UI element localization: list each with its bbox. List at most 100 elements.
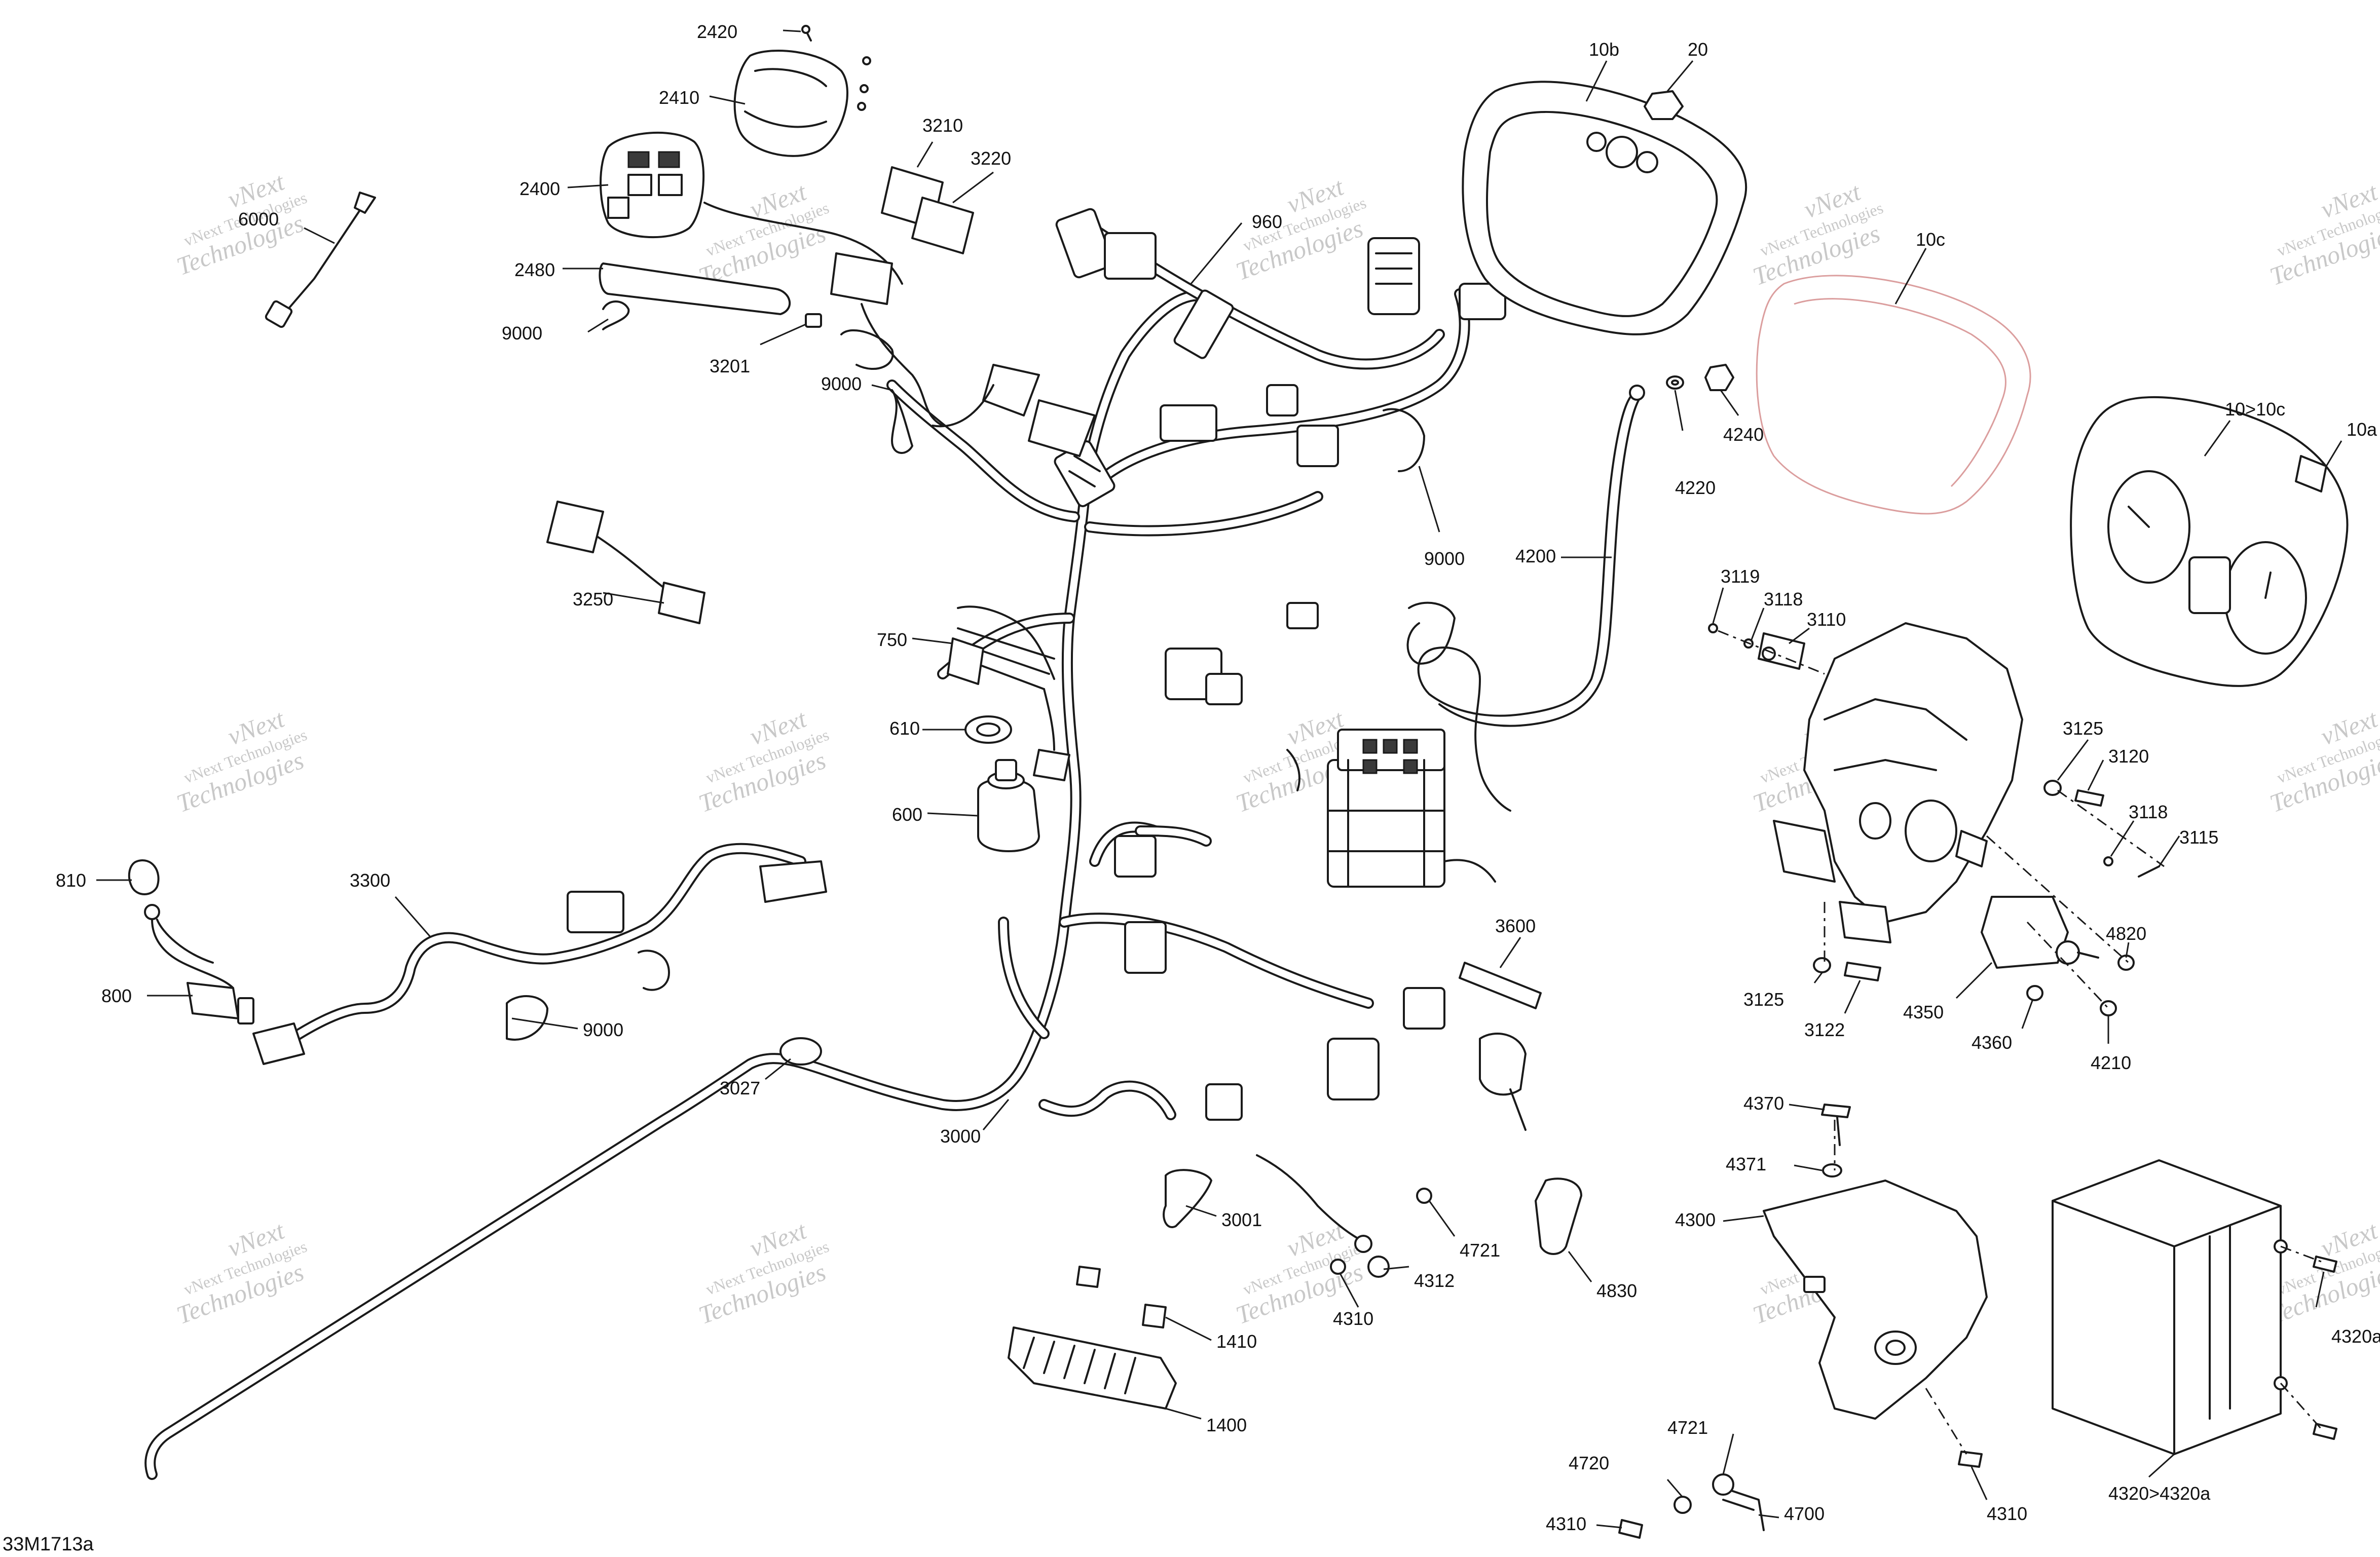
callout-9000: 9000	[1424, 548, 1465, 569]
cable-6000	[265, 192, 376, 328]
callout-3118: 3118	[1764, 589, 1803, 610]
callout-4350: 4350	[1903, 1002, 1944, 1022]
watermark: vNext vNext Technologies Technologies	[695, 1216, 831, 1330]
callout-9000: 9000	[583, 1019, 623, 1040]
watermark: vNext vNext Technologies Technologies	[695, 704, 831, 818]
nut-4210	[2100, 1000, 2117, 1016]
callout-labels: 2420 2410 2400 6000 2480 9000 3201 3210 …	[56, 21, 2380, 1534]
bolt-4310-right	[1958, 1451, 1983, 1468]
relay-3220	[911, 197, 974, 254]
bracket-4300	[1763, 1180, 1988, 1420]
callout-6000: 6000	[238, 209, 279, 230]
key-switch-600	[977, 759, 1040, 852]
alignment-lines	[1718, 630, 2322, 1455]
callout-4830: 4830	[1596, 1280, 1637, 1301]
bolt-3120	[2074, 789, 2104, 807]
callout-4310: 4310	[1987, 1503, 2027, 1524]
callout-4300: 4300	[1675, 1209, 1716, 1230]
washer-4371	[1822, 1163, 1842, 1178]
nut-4820	[2117, 955, 2135, 971]
boot-3001	[1163, 1169, 1212, 1228]
callout-4700: 4700	[1784, 1503, 1825, 1524]
watermark: vNext vNext Technologies Technologies	[1232, 172, 1368, 286]
callout-3201: 3201	[710, 356, 750, 376]
callout-3250: 3250	[573, 589, 613, 610]
watermark: vNext vNext Technologies Technologies	[173, 704, 309, 818]
nut-4240	[1704, 364, 1734, 391]
cap-810	[128, 859, 160, 895]
watermark: vNext vNext Technologies Technologies	[173, 1216, 309, 1330]
callout-4312: 4312	[1414, 1270, 1455, 1291]
washer-3125-b	[1813, 957, 1831, 973]
connector-3110	[1758, 632, 1805, 670]
washer-3118-b	[2103, 856, 2113, 866]
cable-4200	[1417, 385, 1645, 812]
callout-3000: 3000	[940, 1126, 981, 1147]
nut-610	[964, 715, 1012, 744]
callout-2480: 2480	[514, 259, 555, 280]
tie-9000-center-right	[1383, 408, 1456, 665]
nut-20	[1644, 90, 1684, 120]
callout-750: 750	[877, 629, 907, 650]
callout-10-10c: 10>10c	[2225, 399, 2285, 420]
ground-cable-4312	[1256, 1154, 1432, 1278]
callout-3110: 3110	[1807, 609, 1846, 630]
disc-3027	[779, 1037, 822, 1066]
ecm-4320	[2052, 1159, 2288, 1455]
bolt-3122	[1844, 962, 1881, 981]
tie-9000-bottom-left	[506, 950, 670, 1041]
callout-4220: 4220	[1675, 477, 1716, 498]
screw-2420	[801, 25, 812, 42]
callout-3119: 3119	[1721, 566, 1760, 587]
callout-10b: 10b	[1589, 39, 1619, 60]
callout-1410: 1410	[1216, 1331, 1257, 1352]
callout-3125: 3125	[2063, 718, 2103, 739]
callout-4721: 4721	[1460, 1240, 1500, 1261]
nut-4360	[2026, 985, 2043, 1001]
callout-810: 810	[56, 870, 86, 891]
bezel-10b	[1462, 81, 1747, 335]
callout-9000: 9000	[502, 323, 542, 344]
callout-4200: 4200	[1515, 546, 1556, 566]
callout-800: 800	[101, 985, 132, 1006]
bolt-4370	[1821, 1104, 1851, 1146]
washer-3125-a	[2043, 780, 2062, 796]
connector-10a	[2295, 455, 2327, 492]
screws-2410	[857, 56, 871, 111]
callout-10c: 10c	[1916, 229, 1945, 250]
callout-600: 600	[892, 804, 922, 825]
callout-1400: 1400	[1206, 1415, 1247, 1435]
callout-4310: 4310	[1546, 1513, 1586, 1534]
boot-4830	[1535, 1178, 1582, 1255]
bolt-4320a-bottom	[2313, 1423, 2337, 1440]
callout-2400: 2400	[519, 178, 560, 199]
callout-3122: 3122	[1804, 1019, 1845, 1040]
leader-lines	[96, 29, 2342, 1529]
nut-1410-a	[1076, 1266, 1101, 1288]
connector-3250	[546, 501, 705, 624]
callout-4310: 4310	[1333, 1308, 1373, 1329]
callout-20: 20	[1688, 39, 1708, 60]
callout-960: 960	[1252, 211, 1282, 232]
reference-code: 33M1713a	[3, 1534, 94, 1555]
screw-3115	[2138, 865, 2160, 878]
callout-3118: 3118	[2129, 802, 2168, 822]
callout-3220: 3220	[971, 148, 1011, 169]
nut-1410-b	[1142, 1304, 1167, 1328]
callout-4210: 4210	[2091, 1052, 2131, 1073]
connector-800	[144, 904, 254, 1024]
callout-3210: 3210	[922, 115, 963, 136]
fuse-box	[1327, 729, 1496, 888]
callout-610: 610	[889, 718, 920, 739]
ground-strap-4700	[1618, 1473, 1765, 1539]
connector-harness-3210	[830, 252, 944, 427]
callout-3600: 3600	[1495, 916, 1536, 936]
callout-4360: 4360	[1972, 1032, 2012, 1053]
connector-left-plug	[1054, 440, 1445, 1121]
cover-2410	[733, 50, 848, 157]
harness-3300	[252, 843, 827, 1065]
callout-4371: 4371	[1726, 1154, 1766, 1174]
callout-4721: 4721	[1667, 1417, 1708, 1438]
callout-3300: 3300	[350, 870, 390, 891]
